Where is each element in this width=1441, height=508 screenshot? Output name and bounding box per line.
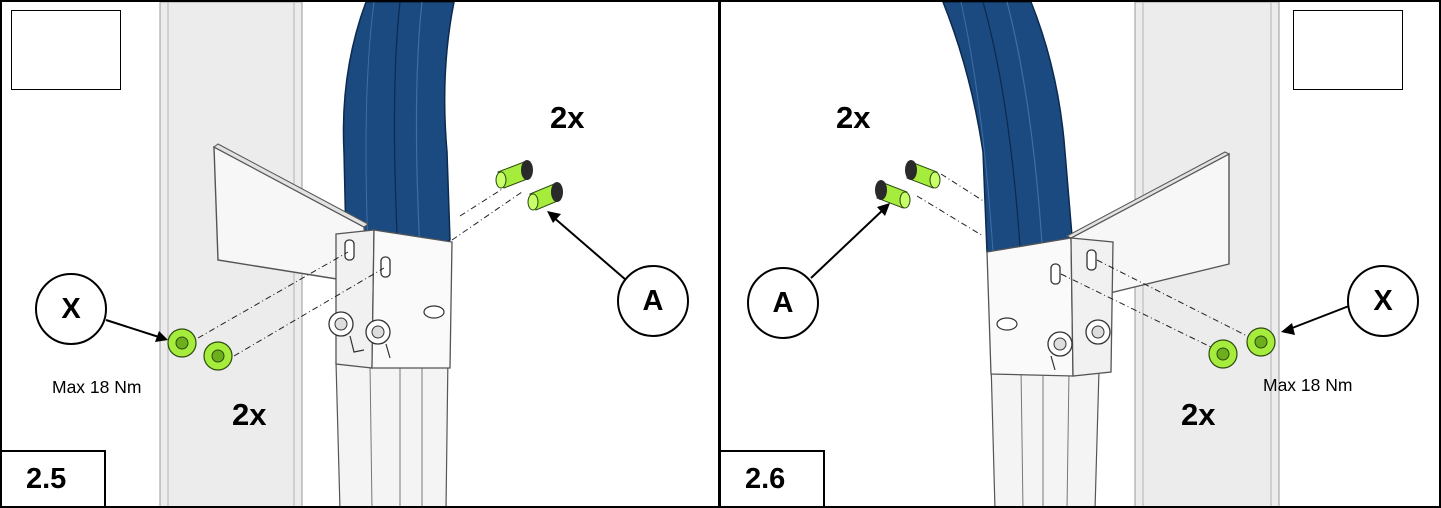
callout-bolt: A xyxy=(747,267,819,339)
mounting-bracket xyxy=(986,151,1231,377)
bolt-quantity-label: 2x xyxy=(836,100,871,135)
frame-tube xyxy=(942,2,1074,265)
mounting-bracket xyxy=(213,143,453,369)
torque-label: Max 18 Nm xyxy=(1263,375,1353,395)
callout-arrow-bolt xyxy=(547,211,627,281)
step-number: 2.6 xyxy=(721,450,825,506)
assembly-step-panel: 2x 2x A X Max 18 Nm 2.5 xyxy=(0,0,720,508)
callout-arrow-bolt xyxy=(810,203,890,279)
callout-arrow-nut xyxy=(105,319,168,342)
callout-nut: X xyxy=(35,273,107,345)
bolt-hardware xyxy=(875,160,941,209)
nut-quantity-label: 2x xyxy=(1181,397,1216,432)
assembly-step-panel: 2x 2x A X Max 18 Nm 2.6 xyxy=(719,0,1441,508)
nut-quantity-label: 2x xyxy=(232,397,267,432)
tool-indicator xyxy=(11,10,121,90)
nut-hardware xyxy=(1208,327,1276,369)
bolt-quantity-label: 2x xyxy=(550,100,585,135)
nut-hardware xyxy=(167,328,233,371)
tool-indicator xyxy=(1293,10,1403,90)
callout-bolt: A xyxy=(617,265,689,337)
frame-tube xyxy=(342,2,455,257)
callout-arrow-nut xyxy=(1281,305,1350,335)
step-number: 2.5 xyxy=(2,450,106,506)
callout-nut: X xyxy=(1347,265,1419,337)
torque-label: Max 18 Nm xyxy=(52,377,142,397)
bolt-hardware xyxy=(495,160,563,211)
